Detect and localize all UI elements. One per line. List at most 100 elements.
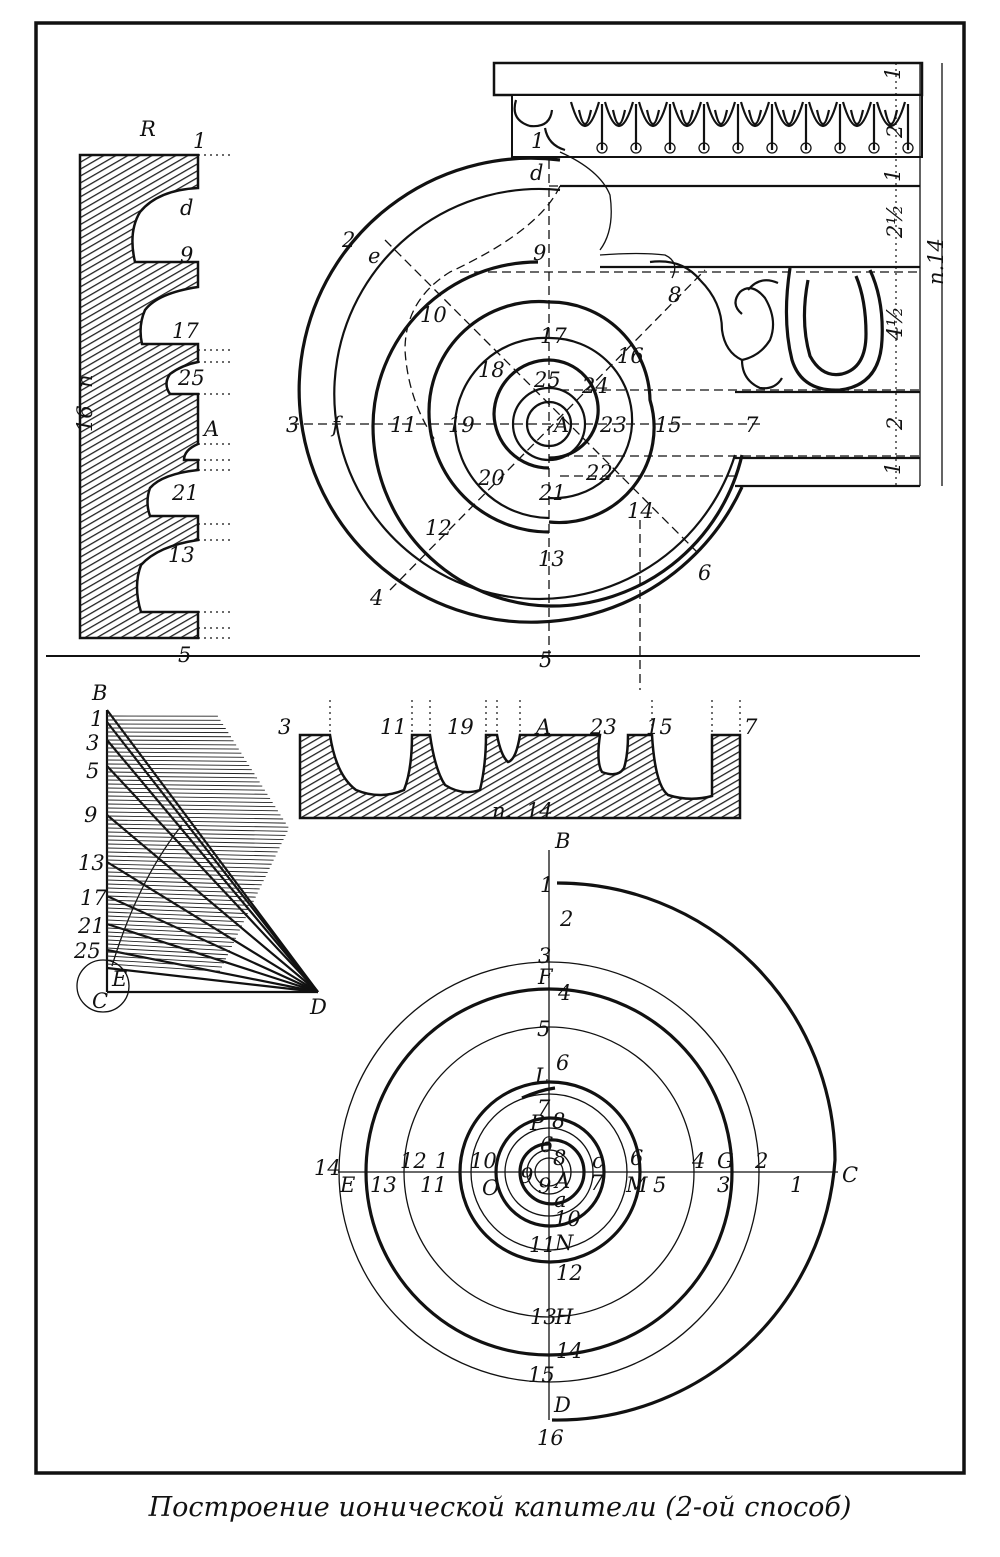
side-profile-shape (78, 153, 200, 640)
volute-label: 19 (448, 413, 475, 437)
triangle-hatch-line (106, 955, 224, 964)
volute-second-turn (371, 260, 744, 608)
abacus (492, 61, 924, 97)
spiral-label: 8 (552, 1109, 565, 1133)
spiral-outer (551, 881, 837, 1422)
spiral-label: E (339, 1173, 355, 1197)
plan-label: 23 (589, 715, 617, 739)
volute-label: 7 (745, 413, 759, 437)
triangle-ray (106, 894, 319, 994)
spiral-label: 9 (538, 1174, 551, 1198)
dart-bead (630, 142, 642, 154)
triangle-hatch-line (106, 963, 221, 972)
dart-bead (868, 142, 880, 154)
spiral-label: a (554, 1188, 567, 1212)
plan-label: 15 (646, 715, 673, 739)
triangle-hatch-line (106, 739, 234, 742)
spiral-label: 3 (538, 944, 551, 968)
triangle-ray (106, 861, 319, 993)
triangle-hatch-line (106, 895, 254, 902)
spiral-label: 4 (557, 981, 571, 1005)
plan-label: 19 (447, 715, 474, 739)
triangle-hatch-line (106, 947, 228, 956)
spiral-label: 8 (553, 1146, 566, 1170)
spiral-label: 5 (537, 1017, 550, 1041)
spiral-label: 3 (717, 1173, 730, 1197)
triangle-hatch-line (106, 879, 262, 886)
triangle-hatch-line (106, 783, 263, 787)
volute-label: 22 (585, 461, 613, 485)
spiral-label: 13 (370, 1173, 397, 1197)
spiral-label: 2 (559, 907, 573, 931)
profile-label: A (202, 417, 219, 441)
triangle-hatch-line (106, 823, 289, 828)
triangle-hatch-line (106, 747, 239, 750)
triangle-label: 21 (77, 914, 105, 938)
egg-motif (773, 101, 808, 150)
spiral-label: 14 (314, 1156, 341, 1180)
triangle-hatch-line (106, 899, 252, 906)
triangle-hatch-line (106, 859, 272, 865)
triangle-hatch-line (106, 907, 248, 915)
volute-label: d (530, 161, 543, 185)
dart-bead (698, 142, 710, 154)
plan-profile (298, 700, 742, 820)
volute-label: 10 (420, 303, 447, 327)
plan-label: n. (492, 799, 512, 823)
spiral-circle-2 (364, 987, 734, 1357)
side-profile (78, 153, 232, 640)
triangle-label: 3 (86, 731, 99, 755)
profile-label: n (73, 374, 97, 388)
spiral-label: 10 (470, 1149, 497, 1173)
egg-motif (671, 101, 706, 150)
scale-label: 1 (881, 462, 905, 475)
triangle-hatch-line (106, 759, 247, 762)
triangle-hatch-line (106, 835, 284, 841)
triangle-hatch-line (106, 755, 245, 758)
triangle-hatch-line (106, 771, 255, 775)
triangle-hatch-line (106, 875, 264, 882)
volute-label: 3 (286, 413, 299, 437)
spiral-label: 9 (520, 1164, 533, 1188)
triangle-hatch-line (106, 951, 226, 960)
spiral-label: 12 (400, 1149, 427, 1173)
volute-label: 16 (617, 344, 644, 368)
triangle-hatch-line (106, 735, 231, 738)
spiral-label: 5 (653, 1173, 666, 1197)
profile-label: d (180, 196, 193, 220)
triangle-hatch-line (106, 843, 280, 849)
spiral-label: 4 (691, 1149, 705, 1173)
egg-motif (875, 101, 910, 150)
scale-label: n.14 (924, 238, 948, 285)
spiral-label: 7 (537, 1096, 551, 1120)
triangle-hatch-line (106, 807, 278, 812)
plan-profile-shape (298, 733, 742, 820)
volute-label: 24 (581, 374, 609, 398)
spiral-label: L (534, 1064, 549, 1088)
triangle-hatch-line (106, 867, 268, 873)
triangle-hatch-line (106, 931, 236, 939)
profile-label: 17 (172, 319, 199, 343)
spiral-label: 6 (630, 1146, 643, 1170)
spiral-label: 10 (554, 1207, 581, 1231)
spiral-label: F (537, 965, 554, 989)
spiral-label: O (482, 1176, 499, 1200)
triangle-hatch-line (106, 811, 281, 816)
triangle-hatch-line (106, 831, 286, 836)
spiral-label: N (554, 1231, 574, 1255)
volute-channel-curve (559, 151, 676, 279)
spiral-circle-5 (494, 1116, 606, 1228)
dart-bead (664, 142, 676, 154)
triangle-hatch-line (106, 927, 238, 935)
capital-leaf-ornament (649, 260, 783, 390)
triangle-label: 1 (90, 707, 103, 731)
dart-bead (732, 142, 744, 154)
triangle-hatch-line (106, 923, 240, 931)
scale-label: 4½ (883, 306, 907, 341)
volute-label: 9 (533, 241, 546, 265)
profile-label: 13 (168, 543, 195, 567)
spiral-construction (338, 850, 838, 1422)
